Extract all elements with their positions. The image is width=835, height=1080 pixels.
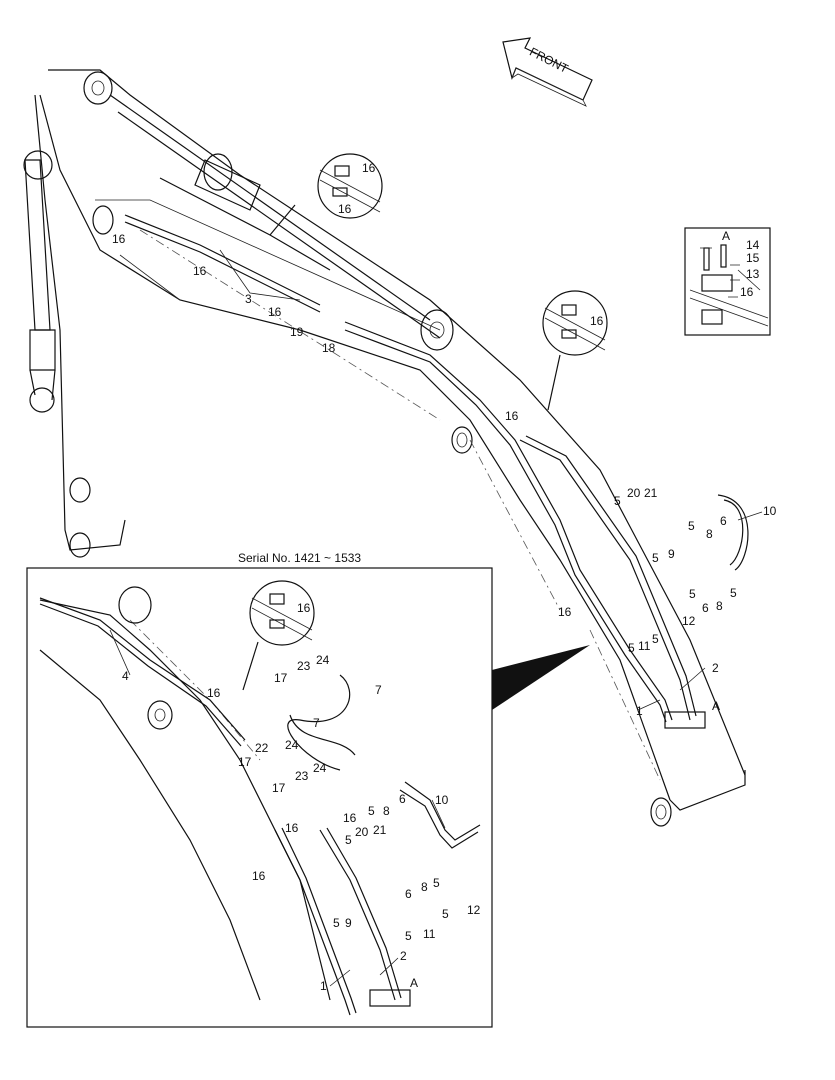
serial-label: Serial No. 1421 ~ 1533	[238, 551, 361, 565]
callout-12: 12	[467, 903, 481, 917]
callout-6: 6	[405, 887, 412, 901]
callout-3: 3	[245, 292, 252, 306]
callouts-inset: 16 4 16 23 24 17 7 7 22 24 17 24 23 17 5…	[122, 601, 481, 993]
callout-16: 16	[268, 305, 282, 319]
callout-5: 5	[652, 632, 659, 646]
callouts-main: 16 16 16 16 3 16 19 18 16 16 5 20 21 5 9…	[112, 161, 777, 718]
callout-16: 16	[338, 202, 352, 216]
front-arrow: FRONT	[502, 37, 593, 107]
callout-8: 8	[706, 527, 713, 541]
callout-6: 6	[720, 514, 727, 528]
inset-pointer	[492, 645, 590, 710]
callout-16: 16	[207, 686, 221, 700]
callout-2: 2	[712, 661, 719, 675]
callout-5: 5	[652, 551, 659, 565]
callout-6: 6	[702, 601, 709, 615]
callout-5: 5	[688, 519, 695, 533]
detail-a-title: A	[722, 229, 730, 243]
callout-23: 23	[295, 769, 309, 783]
callout-16: 16	[558, 605, 572, 619]
callout-8: 8	[421, 880, 428, 894]
callout-22: 22	[255, 741, 269, 755]
callouts-detail-a: A 14 15 13 16	[722, 229, 760, 299]
callout-11: 11	[423, 927, 436, 941]
boom-outline	[23, 69, 746, 827]
callout-a: A	[410, 976, 418, 990]
callout-12: 12	[682, 614, 696, 628]
callout-20: 20	[627, 486, 641, 500]
callout-16: 16	[193, 264, 207, 278]
callout-8: 8	[383, 804, 390, 818]
callout-5: 5	[442, 907, 449, 921]
callout-19: 19	[290, 325, 304, 339]
callout-5: 5	[345, 833, 352, 847]
callout-16: 16	[590, 314, 604, 328]
callout-20: 20	[355, 825, 369, 839]
callout-16: 16	[343, 811, 357, 825]
callout-21: 21	[644, 486, 658, 500]
detail-bubble-clamp-mid	[542, 290, 608, 411]
callout-5: 5	[628, 641, 635, 655]
callout-17: 17	[238, 755, 252, 769]
callout-4: 4	[122, 669, 129, 683]
callout-7: 7	[313, 716, 320, 730]
callout-16: 16	[252, 869, 266, 883]
callout-24: 24	[316, 653, 330, 667]
detail-bubble-clamp-top	[269, 153, 383, 236]
callout-a: A	[712, 699, 720, 713]
callout-23: 23	[297, 659, 311, 673]
callout-10: 10	[763, 504, 777, 518]
callout-13: 13	[746, 267, 760, 281]
leader-lines	[109, 247, 763, 987]
callout-5: 5	[689, 587, 696, 601]
callout-16: 16	[740, 285, 754, 299]
callout-17: 17	[272, 781, 286, 795]
callout-15: 15	[746, 251, 760, 265]
callout-16: 16	[362, 161, 376, 175]
callout-9: 9	[345, 916, 352, 930]
callout-5: 5	[333, 916, 340, 930]
callout-18: 18	[322, 341, 336, 355]
callout-14: 14	[746, 238, 760, 252]
callout-6: 6	[399, 792, 406, 806]
callout-9: 9	[668, 547, 675, 561]
callout-10: 10	[435, 793, 449, 807]
callout-16: 16	[505, 409, 519, 423]
front-label: FRONT	[527, 45, 571, 77]
callout-5: 5	[614, 494, 621, 508]
callout-11: 11	[638, 639, 651, 653]
detail-bubble-clamp-inset	[242, 580, 315, 691]
callout-1: 1	[320, 979, 327, 993]
callout-8: 8	[716, 599, 723, 613]
callout-5: 5	[730, 586, 737, 600]
callout-2: 2	[400, 949, 407, 963]
callout-21: 21	[373, 823, 387, 837]
callout-16: 16	[285, 821, 299, 835]
callout-17: 17	[274, 671, 288, 685]
callout-1: 1	[636, 704, 643, 718]
callout-24: 24	[285, 738, 299, 752]
main-pipes	[124, 177, 749, 729]
callout-7: 7	[375, 683, 382, 697]
callout-5: 5	[368, 804, 375, 818]
callout-5: 5	[433, 876, 440, 890]
callout-24: 24	[313, 761, 327, 775]
callout-16: 16	[112, 232, 126, 246]
callout-16: 16	[297, 601, 311, 615]
serial-inset	[26, 567, 590, 1028]
callout-5: 5	[405, 929, 412, 943]
